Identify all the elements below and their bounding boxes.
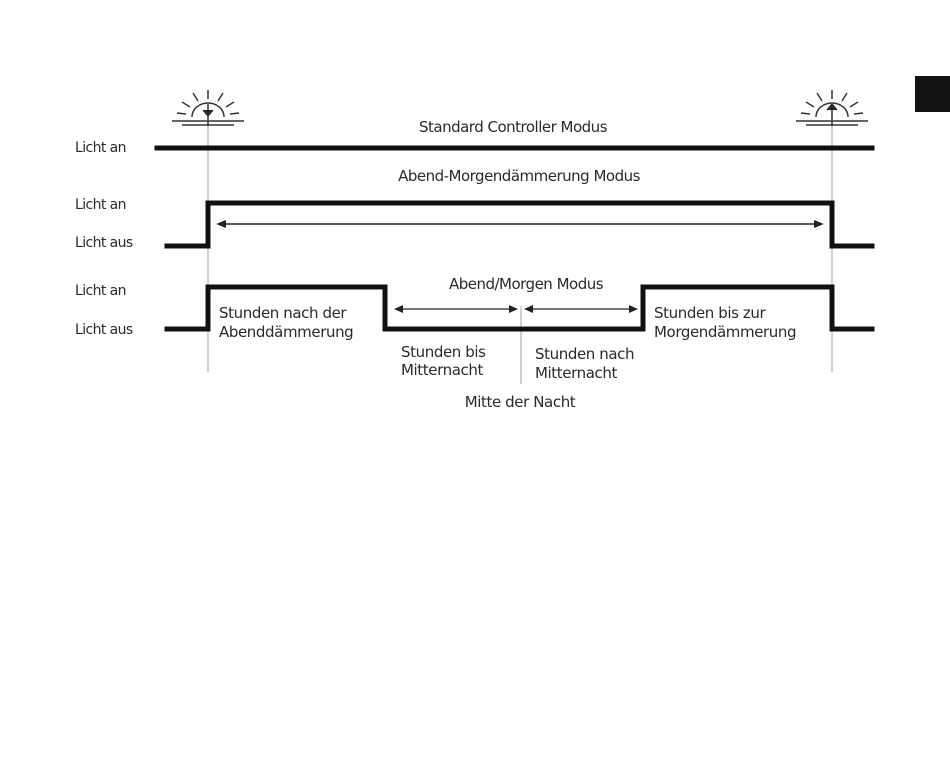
hours-to-dawn-line1: Stunden bis zur — [654, 304, 766, 322]
dusk-morning-mode-title: Abend/Morgen Modus — [449, 275, 604, 293]
hours-to-midnight-line2: Mitternacht — [401, 361, 483, 379]
sunset-icon — [172, 90, 244, 126]
hours-to-midnight-line1: Stunden bis — [401, 343, 486, 361]
dusk-morning-on-label: Licht an — [75, 283, 126, 299]
hours-after-midnight-arrow — [524, 305, 638, 313]
middle-of-night-label: Mitte der Nacht — [465, 393, 576, 411]
dusk-dawn-mode-title: Abend-Morgendämmerung Modus — [398, 167, 641, 185]
dusk-dawn-span-arrow — [216, 220, 824, 228]
dusk-morning-off-label: Licht aus — [75, 322, 133, 338]
corner-marker — [915, 76, 950, 112]
hours-after-midnight-line1: Stunden nach — [535, 345, 634, 363]
hours-to-midnight-arrow — [394, 305, 518, 313]
hours-after-dusk-line2: Abenddämmerung — [219, 323, 353, 341]
dusk-dawn-on-label: Licht an — [75, 197, 126, 213]
dusk-dawn-off-label: Licht aus — [75, 235, 133, 251]
hours-after-midnight-line2: Mitternacht — [535, 364, 617, 382]
sunrise-icon — [796, 90, 868, 126]
standard-on-label: Licht an — [75, 140, 126, 156]
hours-to-dawn-line2: Morgendämmerung — [654, 323, 796, 341]
standard-mode-title: Standard Controller Modus — [419, 118, 608, 136]
hours-after-dusk-line1: Stunden nach der — [219, 304, 347, 322]
